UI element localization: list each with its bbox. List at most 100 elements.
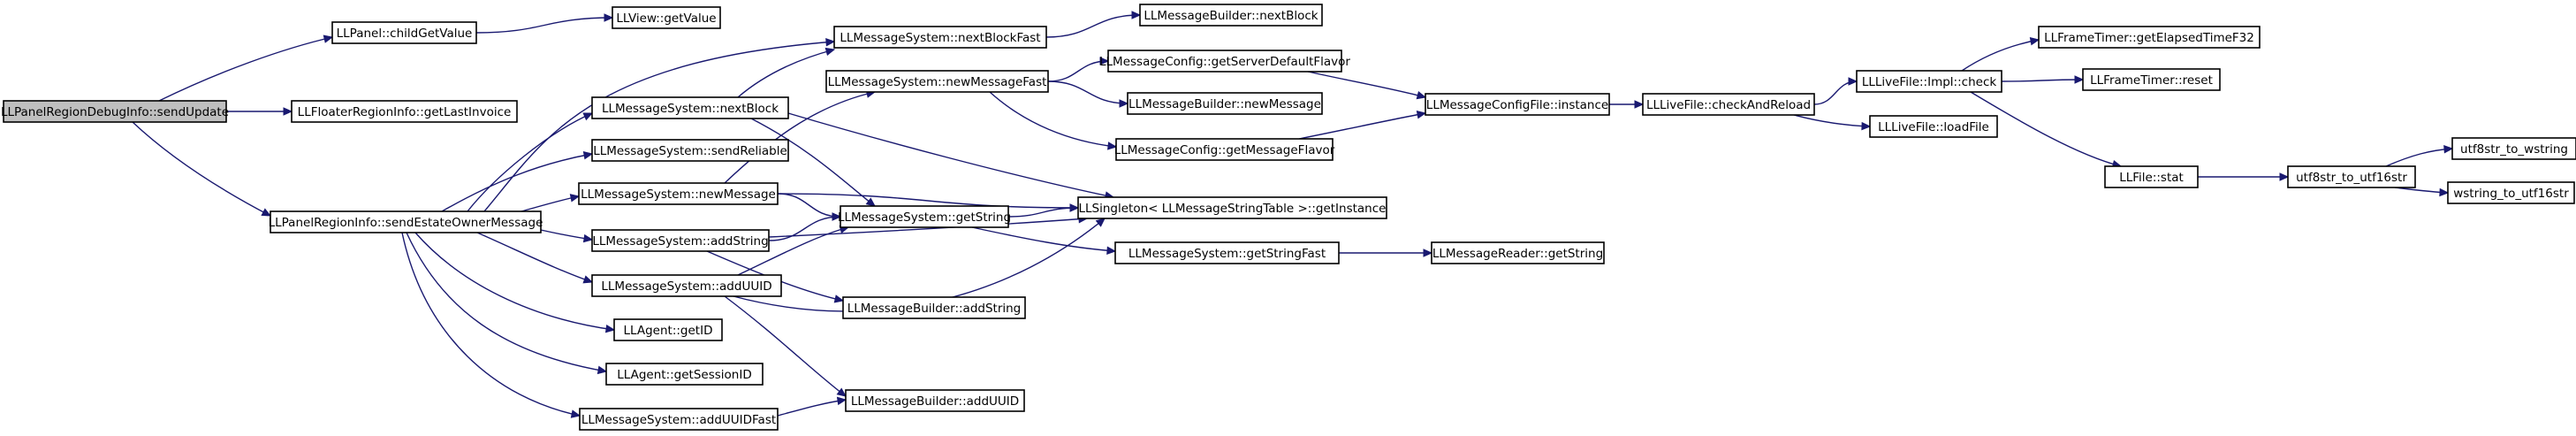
node-label: LLFile::stat [2119, 171, 2184, 185]
node-label: LLMessageConfigFile::instance [1426, 98, 1608, 112]
graph-node-n27[interactable]: LLMessageSystem::getStringFast [1114, 241, 1340, 264]
edge-line [989, 91, 1117, 148]
graph-node-n10[interactable]: LLMessageBuilder::newMessage [1127, 92, 1323, 115]
node-box[interactable] [3, 100, 227, 123]
edge-arrowhead [1423, 249, 1433, 257]
node-box[interactable] [1139, 4, 1323, 27]
node-box[interactable] [591, 139, 789, 162]
node-box[interactable] [1115, 138, 1334, 161]
node-label: LLView::getValue [616, 11, 716, 26]
graph-node-n2[interactable]: LLView::getValue [612, 6, 721, 29]
node-label: LLFloaterRegionInfo::getLastInvoice [298, 105, 512, 119]
node-box[interactable] [1869, 115, 1998, 138]
node-box[interactable] [591, 229, 770, 252]
node-box[interactable] [591, 96, 789, 119]
node-box[interactable] [291, 100, 518, 123]
graph-node-n3[interactable]: LLFloaterRegionInfo::getLastInvoice [291, 100, 518, 123]
graph-node-n34[interactable]: LLMessageSystem::addUUIDFast [579, 408, 779, 431]
call-nodes: LLPanelRegionDebugInfo::sendUpdateLLPane… [1, 4, 2576, 431]
graph-node-n30[interactable]: LLMessageBuilder::addString [842, 296, 1026, 319]
node-box[interactable] [612, 6, 721, 29]
node-box[interactable] [2082, 68, 2221, 91]
node-box[interactable] [1114, 241, 1340, 264]
graph-node-n16[interactable]: LLFrameTimer::reset [2082, 68, 2221, 91]
node-box[interactable] [579, 408, 779, 431]
graph-node-n31[interactable]: LLAgent::getID [613, 318, 723, 341]
node-label: LLFrameTimer::getElapsedTimeF32 [2044, 31, 2254, 45]
graph-node-n0[interactable]: LLPanelRegionDebugInfo::sendUpdate [1, 100, 229, 123]
node-label: LLAgent::getSessionID [617, 368, 751, 382]
edge-n7-to-n24 [750, 118, 876, 207]
graph-node-n17[interactable]: LLLiveFile::loadFile [1869, 115, 1998, 138]
graph-node-n12[interactable]: LLMessageConfigFile::instance [1425, 93, 1610, 116]
edge-n27-to-n28 [1338, 249, 1433, 257]
node-box[interactable] [2451, 137, 2576, 160]
graph-node-n1[interactable]: LLPanel::childGetValue [331, 21, 477, 44]
node-box[interactable] [1431, 241, 1605, 264]
edge-n19-to-n21 [2394, 187, 2450, 197]
node-box[interactable] [1642, 93, 1815, 116]
node-box[interactable] [1077, 196, 1387, 219]
node-box[interactable] [578, 182, 779, 205]
node-label: LLMessageSystem::addUUIDFast [581, 413, 776, 427]
graph-node-n29[interactable]: LLMessageSystem::addUUID [591, 274, 782, 297]
graph-node-n7[interactable]: LLMessageSystem::nextBlock [591, 96, 789, 119]
edge-arrowhead [836, 387, 847, 397]
node-label: LLMessageSystem::addString [592, 234, 768, 249]
graph-node-n22[interactable]: LLMessageSystem::sendReliable [591, 139, 789, 162]
node-box[interactable] [591, 274, 782, 297]
edge-line [768, 216, 841, 241]
graph-node-n21[interactable]: wstring_to_utf16str [2447, 181, 2575, 204]
edge-arrowhead [824, 47, 836, 57]
node-box[interactable] [1856, 70, 2002, 93]
node-box[interactable] [845, 389, 1025, 412]
graph-node-n24[interactable]: LLMessageSystem::getString [838, 205, 1011, 228]
edge-arrowhead [2074, 75, 2085, 84]
graph-node-n6[interactable]: LLMessageBuilder::nextBlock [1139, 4, 1323, 27]
node-box[interactable] [605, 363, 764, 386]
edge-arrowhead [582, 151, 594, 160]
node-box[interactable] [842, 296, 1026, 319]
node-box[interactable] [331, 21, 477, 44]
graph-node-n8[interactable]: LLMessageSystem::newMessageFast [825, 70, 1049, 93]
node-box[interactable] [270, 210, 542, 233]
graph-node-n25[interactable]: LLSingleton< LLMessageStringTable >::get… [1077, 196, 1387, 219]
node-label: LLPanel::childGetValue [337, 27, 473, 41]
node-box[interactable] [2104, 165, 2199, 188]
node-box[interactable] [613, 318, 723, 341]
node-label: LLFrameTimer::reset [2090, 73, 2213, 88]
node-box[interactable] [825, 70, 1049, 93]
edge-line [737, 49, 835, 98]
node-label: LLMessageSystem::newMessageFast [828, 75, 1047, 89]
graph-node-n33[interactable]: LLMessageBuilder::addUUID [845, 389, 1025, 412]
node-label: LLLiveFile::Impl::check [1862, 75, 1997, 89]
graph-node-n23[interactable]: LLMessageSystem::newMessage [578, 182, 779, 205]
edge-line [158, 36, 333, 102]
node-box[interactable] [2447, 181, 2575, 204]
graph-node-n28[interactable]: LLMessageReader::getString [1431, 241, 1605, 264]
graph-node-n14[interactable]: LLLiveFile::Impl::check [1856, 70, 2002, 93]
edge-arrowhead [597, 365, 608, 375]
node-box[interactable] [1425, 93, 1610, 116]
graph-node-n11[interactable]: LLMessageConfig::getMessageFlavor [1114, 138, 1335, 161]
graph-node-n4[interactable]: LLPanelRegionInfo::sendEstateOwnerMessag… [269, 210, 543, 233]
graph-node-n26[interactable]: LLMessageSystem::addString [591, 229, 770, 252]
edge-arrowhead [1416, 90, 1427, 100]
node-box[interactable] [1127, 92, 1323, 115]
node-box[interactable] [1107, 50, 1342, 73]
graph-node-n15[interactable]: LLFrameTimer::getElapsedTimeF32 [2038, 26, 2261, 49]
node-box[interactable] [833, 26, 1047, 49]
graph-node-n20[interactable]: utf8str_to_wstring [2451, 137, 2576, 160]
edge-arrowhead [1634, 100, 1645, 109]
node-box[interactable] [2287, 165, 2416, 188]
node-box[interactable] [840, 205, 1009, 228]
node-box[interactable] [2038, 26, 2261, 49]
graph-node-n18[interactable]: LLFile::stat [2104, 165, 2199, 188]
graph-node-n19[interactable]: utf8str_to_utf16str [2287, 165, 2416, 188]
edge-line [768, 218, 1088, 238]
graph-node-n9[interactable]: LLMessageConfig::getServerDefaultFlavor [1099, 50, 1350, 73]
graph-node-n5[interactable]: LLMessageSystem::nextBlockFast [833, 26, 1047, 49]
edge-arrowhead [1416, 111, 1427, 119]
graph-node-n32[interactable]: LLAgent::getSessionID [605, 363, 764, 386]
graph-node-n13[interactable]: LLLiveFile::checkAndReload [1642, 93, 1815, 116]
